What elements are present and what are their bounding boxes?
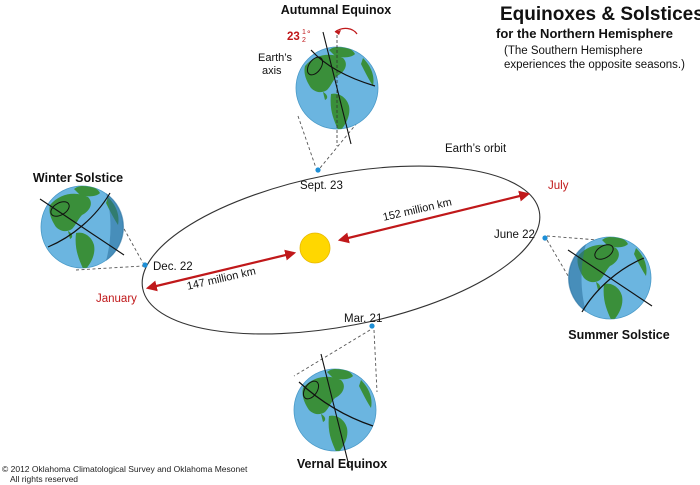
winter-solstice-label: Winter Solstice <box>33 171 123 185</box>
earth-axis-label-line2: axis <box>262 65 282 77</box>
credit-line-2: All rights reserved <box>10 474 79 484</box>
axial-tilt-label: 23 1 2 ° <box>287 29 311 44</box>
southern-hemisphere-note: (The Southern Hemisphere experiences the… <box>504 44 685 72</box>
earth-axis-label-line1: Earth’s <box>258 52 293 64</box>
vernal-equinox-globe <box>294 353 376 467</box>
projection-lines <box>75 105 599 393</box>
orbit-label: Earth’s orbit <box>445 143 507 155</box>
aphelion-distance-label: 152 million km <box>382 196 453 224</box>
vernal-equinox-label: Vernal Equinox <box>297 457 387 471</box>
dec-date-dot <box>142 262 148 268</box>
note-line-2: experiences the opposite seasons.) <box>504 59 685 71</box>
svg-text:°: ° <box>307 29 311 39</box>
january-label: January <box>96 293 137 305</box>
winter-solstice-globe <box>39 186 125 271</box>
sept-date-dot <box>315 167 321 173</box>
summer-solstice-label: Summer Solstice <box>568 328 669 342</box>
june-date-label: June 22 <box>494 229 535 241</box>
svg-text:1: 1 <box>302 29 306 36</box>
autumnal-equinox-label: Autumnal Equinox <box>281 3 391 17</box>
autumnal-equinox-globe <box>296 27 378 146</box>
perihelion-distance-arrow <box>145 249 297 292</box>
summer-solstice-globe <box>567 237 653 322</box>
sun <box>299 232 331 264</box>
diagram-subtitle: for the Northern Hemisphere <box>496 26 673 41</box>
june-date-dot <box>542 235 548 241</box>
credit-line-1: © 2012 Oklahoma Climatological Survey an… <box>2 464 248 474</box>
sept-date-label: Sept. 23 <box>300 180 343 192</box>
earth-orbit <box>141 165 541 335</box>
copyright-credit: © 2012 Oklahoma Climatological Survey an… <box>2 464 247 484</box>
diagram-title: Equinoxes & Solstices <box>500 4 700 25</box>
dec-date-label: Dec. 22 <box>153 261 193 273</box>
aphelion-distance-arrow <box>337 190 531 244</box>
svg-text:2: 2 <box>302 37 306 44</box>
note-line-1: (The Southern Hemisphere <box>504 45 643 57</box>
mar-date-dot <box>369 323 375 329</box>
mar-date-label: Mar. 21 <box>344 313 382 325</box>
svg-text:23: 23 <box>287 31 300 43</box>
july-label: July <box>548 180 569 192</box>
